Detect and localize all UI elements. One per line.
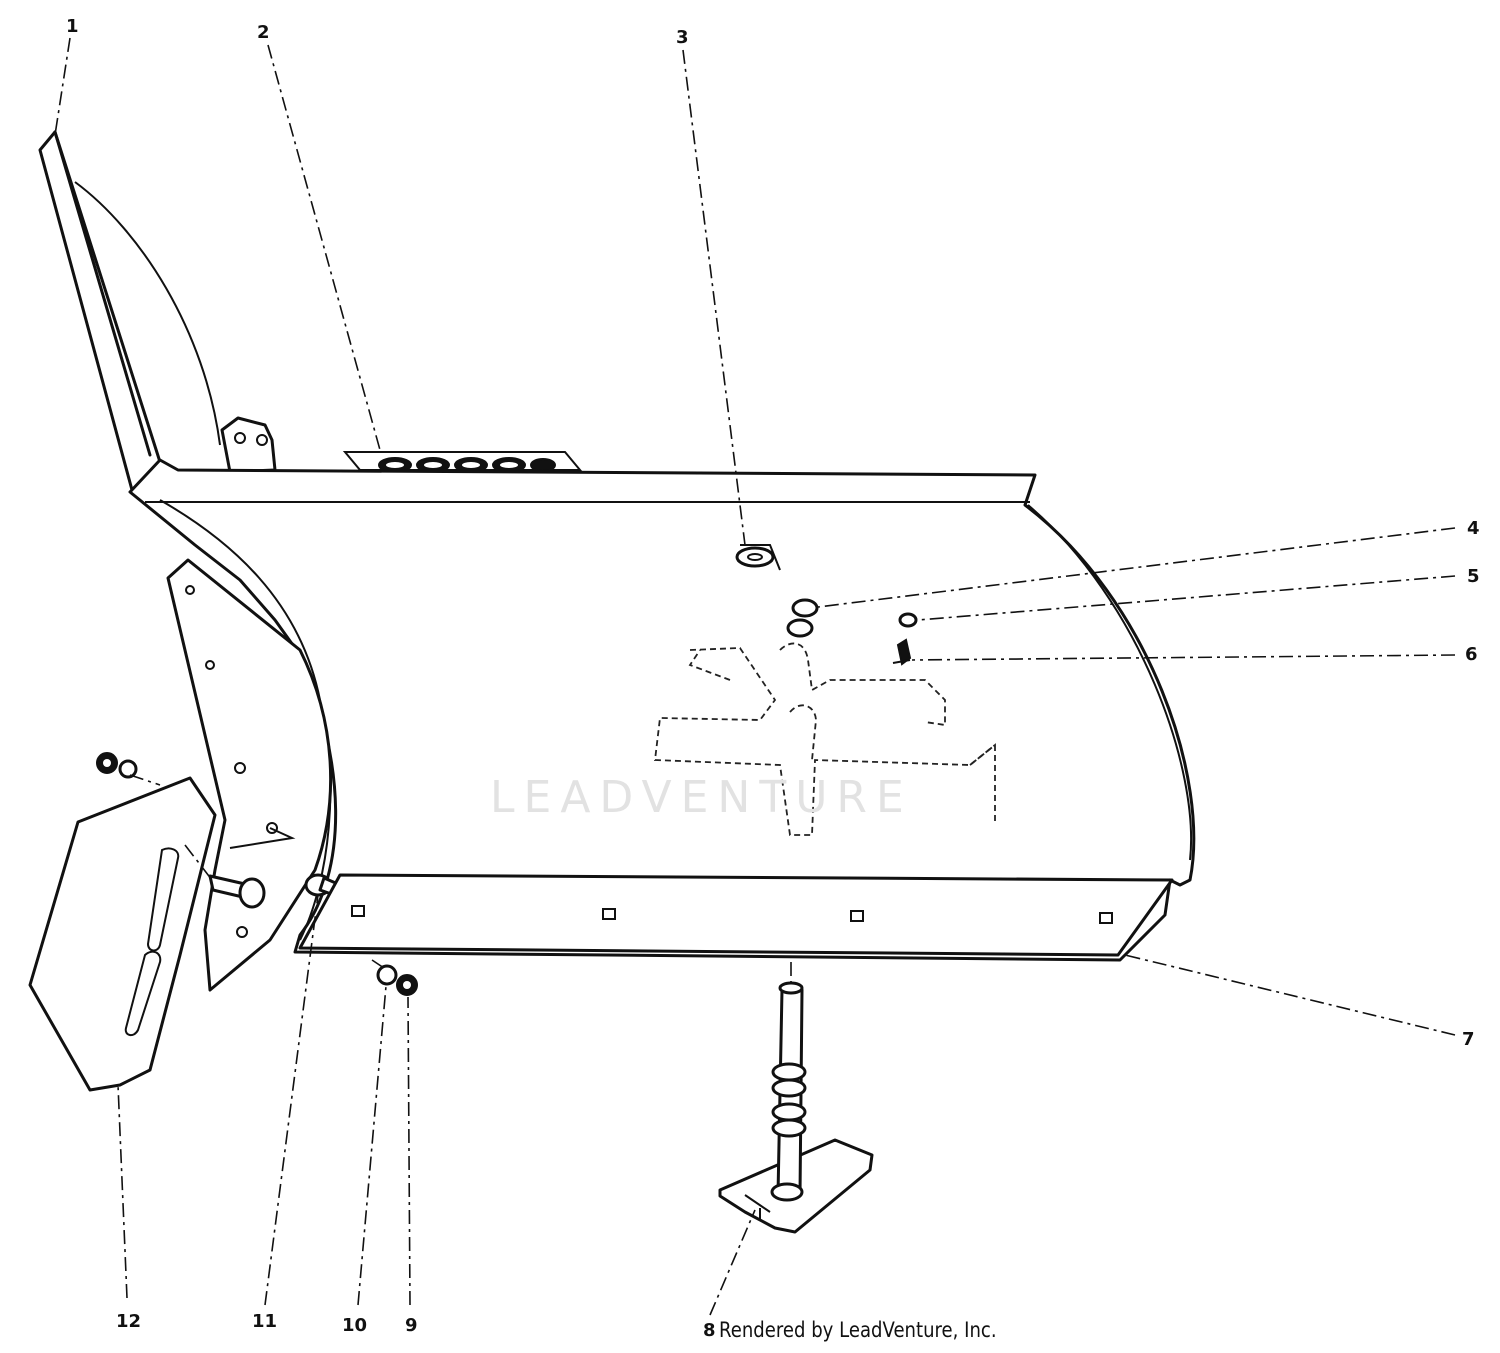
part-7-cutting-edge xyxy=(298,873,1174,957)
callout-5: 5 xyxy=(1467,566,1480,587)
callout-leaders xyxy=(54,37,1456,1316)
render-credit: Rendered by LeadVenture, Inc. xyxy=(719,1318,997,1342)
callout-11: 11 xyxy=(252,1311,277,1332)
callout-1: 1 xyxy=(66,16,79,37)
callout-labels: 1 2 3 4 5 6 7 8 9 10 11 12 xyxy=(66,16,1480,1341)
phantom-a-frame xyxy=(653,642,996,836)
callout-12: 12 xyxy=(116,1311,141,1332)
carriage-bolt xyxy=(184,844,266,909)
callout-8: 8 xyxy=(703,1320,716,1341)
callout-10: 10 xyxy=(342,1315,367,1336)
part-3-washer xyxy=(735,544,781,571)
callout-9: 9 xyxy=(405,1315,418,1336)
blade-body xyxy=(128,458,1196,962)
callout-7: 7 xyxy=(1462,1029,1475,1050)
callout-4: 4 xyxy=(1467,518,1480,539)
hardware-nuts-washers xyxy=(96,752,418,996)
callout-6: 6 xyxy=(1465,644,1478,665)
callout-2: 2 xyxy=(257,22,270,43)
part-12-skid-shoe xyxy=(28,776,217,1092)
watermark-text: LEADVENTURE xyxy=(490,772,913,823)
part-2-hinge-bracket xyxy=(220,416,583,474)
callout-3: 3 xyxy=(676,27,689,48)
part-1-top-wing xyxy=(38,130,221,492)
part-8-pivot-pin xyxy=(718,962,874,1234)
part-6-bolt xyxy=(892,638,912,666)
part-4-5-washers xyxy=(786,598,918,638)
end-plate xyxy=(166,558,333,992)
